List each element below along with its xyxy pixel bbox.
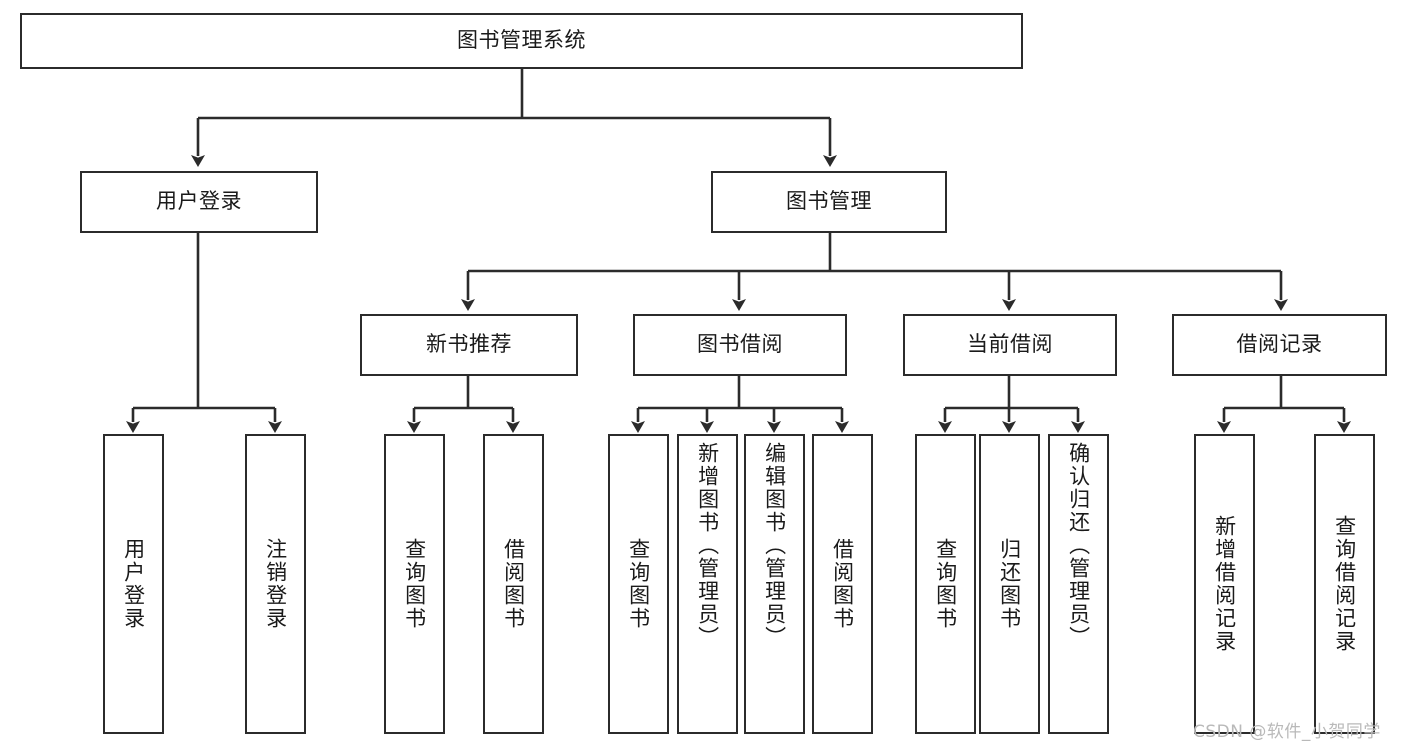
node-label: 新增图书（管理员） <box>695 442 720 649</box>
node-label: 图书管理系统 <box>457 28 586 53</box>
node-label: 借阅图书 <box>830 538 855 630</box>
node-current-borrow[interactable]: 当前借阅 <box>903 314 1117 376</box>
node-leaf-borrow-book-recommend[interactable]: 借阅图书 <box>483 434 544 734</box>
node-label: 查询图书 <box>626 538 651 630</box>
node-label: 查询借阅记录 <box>1332 515 1357 653</box>
node-new-book-recommend[interactable]: 新书推荐 <box>360 314 578 376</box>
node-label: 图书管理 <box>786 189 872 214</box>
node-leaf-add-book-admin[interactable]: 新增图书（管理员） <box>677 434 738 734</box>
node-label: 当前借阅 <box>967 332 1053 357</box>
node-leaf-logout[interactable]: 注销登录 <box>245 434 306 734</box>
node-label: 注销登录 <box>263 538 288 630</box>
node-leaf-user-login[interactable]: 用户登录 <box>103 434 164 734</box>
node-book-management[interactable]: 图书管理 <box>711 171 947 233</box>
node-borrow-record[interactable]: 借阅记录 <box>1172 314 1387 376</box>
node-label: 归还图书 <box>997 538 1022 630</box>
node-label: 用户登录 <box>121 538 146 630</box>
node-label: 确认归还（管理员） <box>1066 442 1091 649</box>
node-label: 图书借阅 <box>697 332 783 357</box>
watermark-text: CSDN @软件_小贺同学 <box>1193 722 1381 742</box>
node-leaf-query-book-borrow[interactable]: 查询图书 <box>608 434 669 734</box>
node-leaf-confirm-return-admin[interactable]: 确认归还（管理员） <box>1048 434 1109 734</box>
node-label: 编辑图书（管理员） <box>762 442 787 649</box>
node-book-borrow[interactable]: 图书借阅 <box>633 314 847 376</box>
node-leaf-return-book[interactable]: 归还图书 <box>979 434 1040 734</box>
node-label: 借阅图书 <box>501 538 526 630</box>
node-label: 新增借阅记录 <box>1212 515 1237 653</box>
node-label: 查询图书 <box>402 538 427 630</box>
node-root-system[interactable]: 图书管理系统 <box>20 13 1023 69</box>
node-label: 查询图书 <box>933 538 958 630</box>
node-label: 借阅记录 <box>1236 332 1323 357</box>
node-leaf-edit-book-admin[interactable]: 编辑图书（管理员） <box>744 434 805 734</box>
node-leaf-borrow-book[interactable]: 借阅图书 <box>812 434 873 734</box>
node-label: 新书推荐 <box>426 332 512 357</box>
node-user-login[interactable]: 用户登录 <box>80 171 318 233</box>
node-leaf-query-book-current[interactable]: 查询图书 <box>915 434 976 734</box>
node-leaf-query-borrow-record[interactable]: 查询借阅记录 <box>1314 434 1375 734</box>
node-leaf-query-book-recommend[interactable]: 查询图书 <box>384 434 445 734</box>
node-label: 用户登录 <box>156 189 242 214</box>
node-leaf-add-borrow-record[interactable]: 新增借阅记录 <box>1194 434 1255 734</box>
